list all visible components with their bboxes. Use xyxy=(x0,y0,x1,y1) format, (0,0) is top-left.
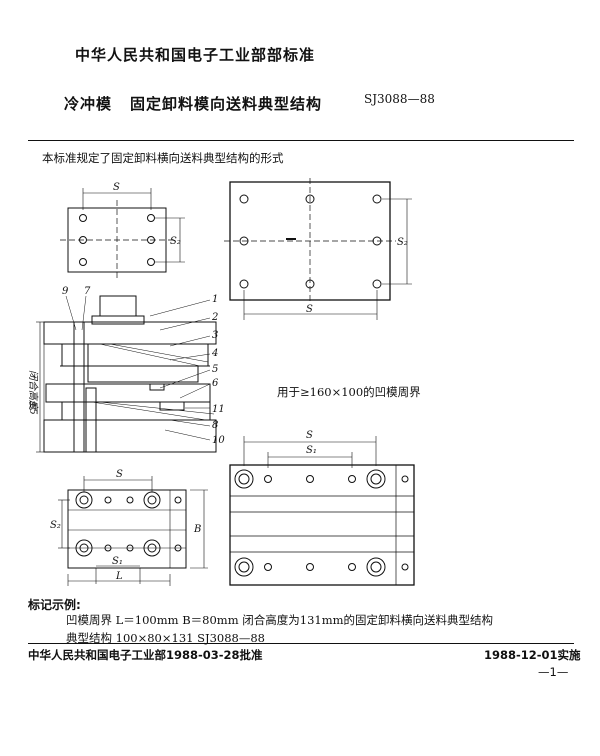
label-s2-bottom-small: S₂ xyxy=(50,520,61,531)
label-b-bottom-small: B xyxy=(193,524,201,535)
top-plan-large xyxy=(224,178,412,320)
label-s1-bottom-small: S₁ xyxy=(112,556,123,567)
title-part2: 固定卸料模向送料典型结构 xyxy=(130,95,323,113)
part-5: 5 xyxy=(212,364,218,375)
label-s-bottom-large: S xyxy=(306,430,313,441)
page-number: —1— xyxy=(538,665,569,679)
top-plan-small xyxy=(60,188,185,280)
part-6: 6 xyxy=(212,378,219,389)
label-s-bottom-small: S xyxy=(116,469,123,480)
footer-rule xyxy=(28,643,574,644)
section-view xyxy=(36,295,217,453)
label-s1-bottom-large: S₁ xyxy=(306,445,317,456)
label-s-top-small: S xyxy=(113,182,120,193)
die-note: 用于≥160×100的凹模周界 xyxy=(277,385,421,399)
part-11: 11 xyxy=(212,404,225,415)
part-7: 7 xyxy=(84,286,91,297)
bottom-plan-small xyxy=(58,476,208,586)
standard-org: 中华人民共和国电子工业部部标准 xyxy=(75,46,316,64)
approval-text: 中华人民共和国电子工业部1988-03-28批准 xyxy=(28,648,263,662)
part-3: 3 xyxy=(212,330,218,341)
label-s-top-large: S xyxy=(306,304,313,315)
part-8: 8 xyxy=(212,420,218,431)
part-9: 9 xyxy=(62,286,69,297)
title-part1: 冷冲模 xyxy=(64,95,113,113)
marking-line-1: 凹模周界 L＝100mm B＝80mm 闭合高度为131mm的固定卸料横向送料典… xyxy=(66,613,494,627)
label-s2-top-large: S₂ xyxy=(397,237,408,248)
part-4: 4 xyxy=(211,348,218,359)
header-rule xyxy=(28,140,574,141)
marking-line-2: 典型结构 100×80×131 SJ3088—88 xyxy=(66,631,266,645)
part-2: 2 xyxy=(211,312,218,323)
intro-text: 本标准规定了固定卸料横向送料典型结构的形式 xyxy=(42,151,284,165)
label-h-value: ±5 xyxy=(27,400,38,415)
bottom-plan-large xyxy=(229,436,415,586)
standard-code: SJ3088—88 xyxy=(364,92,435,106)
label-closed-height: 闭合高度 xyxy=(27,370,39,412)
part-10: 10 xyxy=(212,435,225,446)
label-s2-top-small: S₂ xyxy=(170,236,181,247)
marking-heading: 标记示例: xyxy=(28,598,81,612)
page-title: 冷冲模固定卸料模向送料典型结构 xyxy=(64,93,322,114)
part-1: 1 xyxy=(212,294,218,305)
effective-date: 1988-12-01实施 xyxy=(484,648,581,662)
label-l-bottom-small: L xyxy=(115,571,123,582)
